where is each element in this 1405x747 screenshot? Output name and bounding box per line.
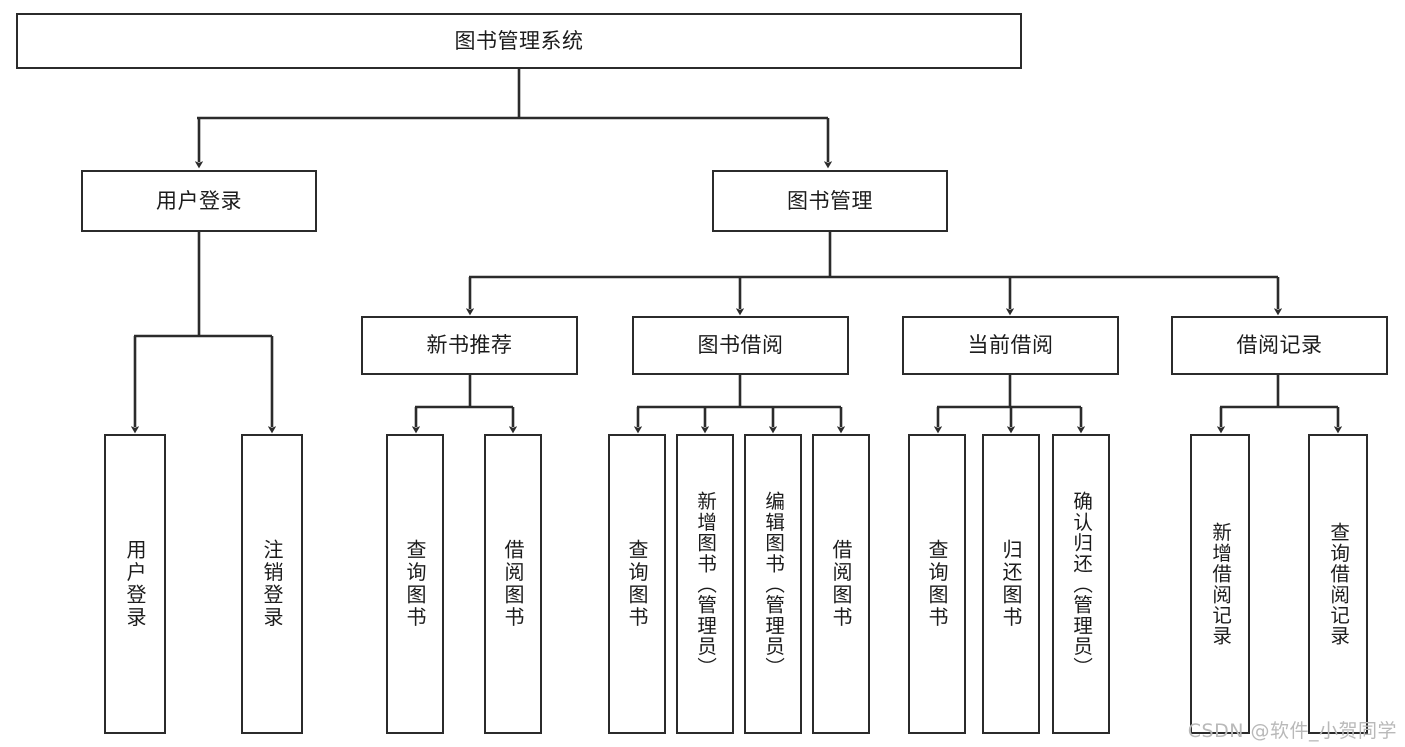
node-borrow-record[interactable]: 借阅记录	[1171, 316, 1388, 375]
node-leaf-return-book[interactable]: 归还图书	[982, 434, 1040, 734]
node-leaf-edit-book-admin[interactable]: 编辑图书（管理员）	[744, 434, 802, 734]
node-book-borrow-label: 图书借阅	[697, 333, 784, 358]
node-leaf-borrow-book-label: 借阅图书	[829, 539, 853, 629]
node-leaf-logout-label: 注销登录	[260, 539, 284, 629]
node-leaf-borrow-book-rec-label: 借阅图书	[501, 539, 525, 629]
node-leaf-user-login[interactable]: 用户登录	[104, 434, 166, 734]
csdn-watermark: CSDN @软件_小贺同学	[1187, 720, 1397, 742]
node-leaf-borrow-book-rec[interactable]: 借阅图书	[484, 434, 542, 734]
node-current-borrow[interactable]: 当前借阅	[902, 316, 1119, 375]
node-leaf-add-borrow-record[interactable]: 新增借阅记录	[1190, 434, 1250, 734]
node-leaf-borrow-book[interactable]: 借阅图书	[812, 434, 870, 734]
node-user-login[interactable]: 用户登录	[81, 170, 317, 232]
node-leaf-query-book-current[interactable]: 查询图书	[908, 434, 966, 734]
node-new-book-recommend-label: 新书推荐	[426, 333, 513, 358]
node-book-management[interactable]: 图书管理	[712, 170, 948, 232]
node-new-book-recommend[interactable]: 新书推荐	[361, 316, 578, 375]
node-leaf-confirm-return-admin[interactable]: 确认归还（管理员）	[1052, 434, 1110, 734]
node-book-management-label: 图书管理	[787, 188, 873, 213]
node-leaf-add-book-admin[interactable]: 新增图书（管理员）	[676, 434, 734, 734]
node-leaf-user-login-label: 用户登录	[123, 539, 147, 629]
node-current-borrow-label: 当前借阅	[967, 333, 1054, 358]
node-leaf-confirm-return-admin-label: 确认归还（管理员）	[1069, 490, 1093, 678]
node-book-borrow[interactable]: 图书借阅	[632, 316, 849, 375]
node-leaf-query-book-label: 查询图书	[625, 539, 649, 629]
node-leaf-return-book-label: 归还图书	[999, 539, 1023, 629]
node-leaf-add-borrow-record-label: 新增借阅记录	[1208, 521, 1232, 647]
node-user-login-label: 用户登录	[156, 188, 242, 213]
node-leaf-query-book-rec[interactable]: 查询图书	[386, 434, 444, 734]
node-root-system-label: 图书管理系统	[454, 28, 584, 53]
node-leaf-query-borrow-record[interactable]: 查询借阅记录	[1308, 434, 1368, 734]
node-leaf-logout[interactable]: 注销登录	[241, 434, 303, 734]
node-leaf-query-book[interactable]: 查询图书	[608, 434, 666, 734]
node-leaf-add-book-admin-label: 新增图书（管理员）	[693, 490, 717, 678]
node-leaf-query-book-rec-label: 查询图书	[403, 539, 427, 629]
node-leaf-query-book-current-label: 查询图书	[925, 539, 949, 629]
node-leaf-edit-book-admin-label: 编辑图书（管理员）	[761, 490, 785, 678]
node-leaf-query-borrow-record-label: 查询借阅记录	[1326, 521, 1350, 647]
node-borrow-record-label: 借阅记录	[1236, 333, 1323, 358]
node-root-system[interactable]: 图书管理系统	[16, 13, 1022, 69]
